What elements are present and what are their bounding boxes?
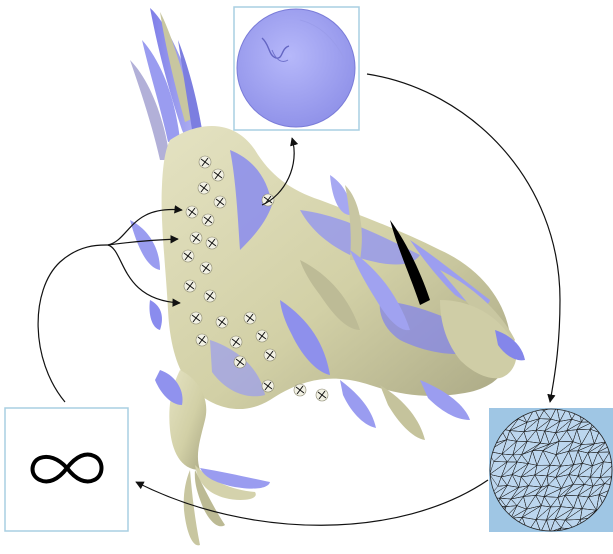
arrow-infinity-to-body (38, 245, 108, 402)
infinity-symbol-panel (5, 408, 128, 531)
cone-marker (200, 262, 212, 274)
cone-marker (196, 334, 208, 346)
cone-marker (262, 380, 274, 392)
cone-marker (244, 312, 256, 324)
cone-marker (230, 336, 242, 348)
cone-marker (202, 214, 214, 226)
cone-marker (184, 280, 196, 292)
cone-marker (214, 196, 226, 208)
triangulated-disk-panel (488, 407, 613, 543)
cone-marker (294, 384, 306, 396)
cone-marker (256, 330, 268, 342)
cone-marker (316, 389, 328, 401)
textured-disk-icon (237, 9, 355, 127)
cone-marker (186, 206, 198, 218)
cone-marker (212, 169, 224, 181)
cone-marker (198, 182, 210, 194)
cone-marker (199, 156, 211, 168)
cone-marker (234, 356, 246, 368)
cone-marker (206, 237, 218, 249)
cone-marker (216, 316, 228, 328)
cone-marker (190, 312, 202, 324)
disk-parameterization-panel (234, 7, 359, 130)
cone-marker (204, 290, 216, 302)
cone-marker (190, 232, 202, 244)
cone-marker (264, 349, 276, 361)
cone-marker (182, 250, 194, 262)
